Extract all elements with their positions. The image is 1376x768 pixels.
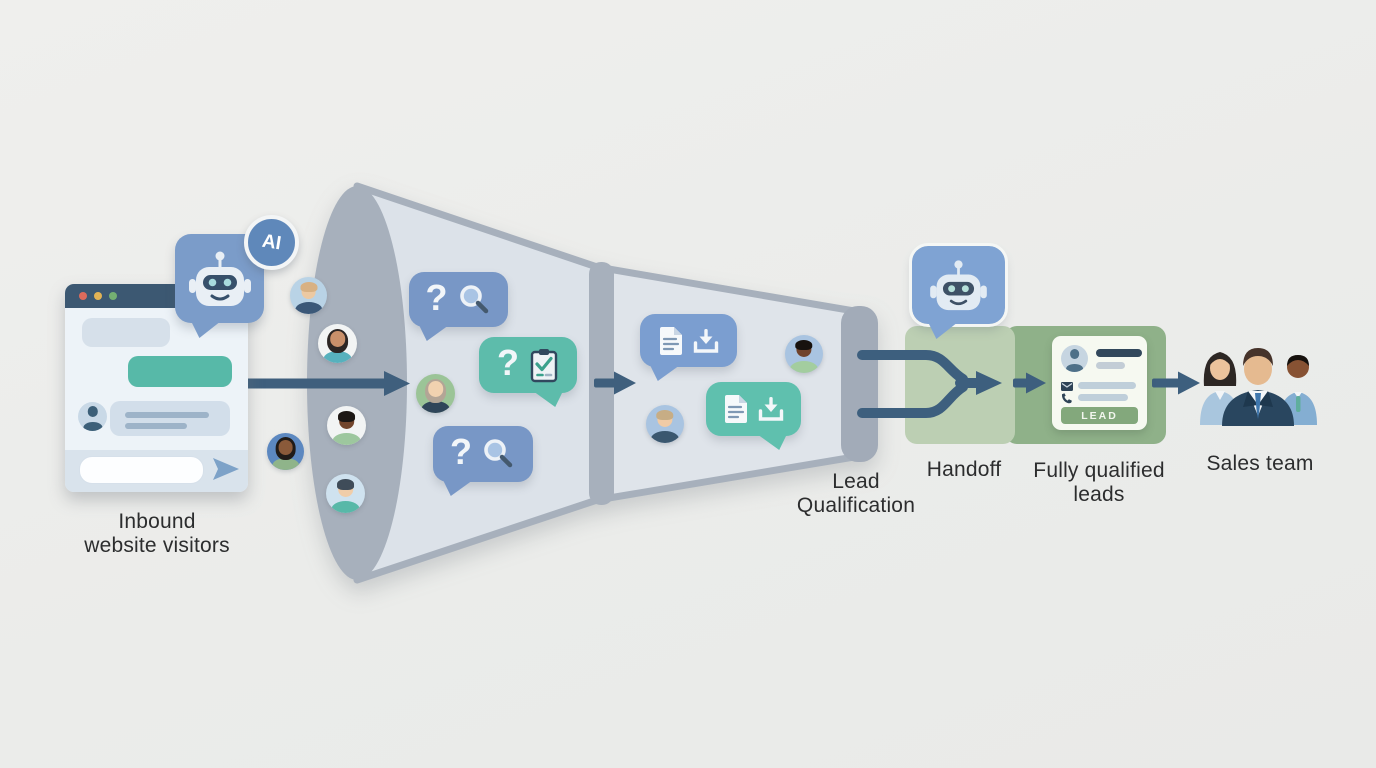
phone-icon xyxy=(1061,393,1072,404)
visitor-avatar-3 xyxy=(267,433,304,470)
flow-arrow-mid xyxy=(594,371,636,395)
label-line: Handoff xyxy=(926,458,1002,481)
handoff-robot-bubble xyxy=(909,243,1008,339)
lead-email-line xyxy=(1078,382,1136,389)
window-dot-yellow xyxy=(94,292,102,300)
flow-arrow-to-card xyxy=(1013,372,1046,394)
chat-user-avatar xyxy=(78,402,107,431)
question-bubble-2: ? xyxy=(479,337,577,407)
label-lead-qualification: Lead Qualification xyxy=(766,470,946,518)
flow-arrow-inbound xyxy=(246,371,410,396)
download-icon xyxy=(758,397,783,421)
document-icon xyxy=(724,395,747,423)
visitor-avatar-5 xyxy=(326,474,365,513)
question-mark: ? xyxy=(450,431,472,472)
user-message-bubble xyxy=(110,401,230,436)
lead-badge: LEAD xyxy=(1061,407,1138,424)
label-sales-team: Sales team xyxy=(1180,452,1340,476)
lead-badge-text: LEAD xyxy=(1081,409,1118,422)
clipboard-check-icon xyxy=(530,348,558,382)
send-icon xyxy=(213,458,239,480)
ai-badge-text: AI xyxy=(260,230,283,254)
message-input xyxy=(79,456,204,484)
lead-avatar-1 xyxy=(416,374,455,413)
sales-team-illustration xyxy=(1200,348,1317,426)
visitor-avatar-1 xyxy=(290,277,327,314)
label-line: Lead xyxy=(832,470,880,493)
ai-badge: AI xyxy=(244,215,299,270)
label-line: leads xyxy=(1073,483,1125,506)
saleswoman-figure xyxy=(1200,352,1240,425)
document-bubble-1 xyxy=(640,314,737,381)
visitor-message-bubble xyxy=(82,318,170,347)
lead-subtitle-line xyxy=(1096,362,1125,369)
visitor-avatar-4 xyxy=(327,406,366,445)
lead-phone-line xyxy=(1078,394,1128,401)
document-icon xyxy=(659,326,682,355)
lead-name-line xyxy=(1096,349,1142,357)
chat-input-bar xyxy=(65,450,248,492)
visitor-avatar-2 xyxy=(318,324,357,363)
funnel-outlet-cap xyxy=(841,306,878,462)
question-bubble-3: ? xyxy=(433,426,533,496)
lead-avatar-3 xyxy=(646,405,684,443)
document-bubble-2 xyxy=(706,382,801,450)
window-dot-red xyxy=(79,292,87,300)
label-line: Inbound xyxy=(118,510,196,533)
window-dot-green xyxy=(109,292,117,300)
label-fully-qualified: Fully qualified leads xyxy=(1019,459,1179,507)
label-line: Fully qualified xyxy=(1033,459,1165,482)
lead-card: LEAD xyxy=(1052,336,1147,430)
flow-arrow-to-sales xyxy=(1152,371,1200,395)
label-line: Qualification xyxy=(796,494,916,517)
bot-message-bubble xyxy=(128,356,232,387)
label-line: website visitors xyxy=(84,534,230,557)
lead-avatar-2 xyxy=(785,335,823,373)
magnifier-icon xyxy=(459,284,488,313)
merge-arrows xyxy=(857,350,1002,418)
question-mark: ? xyxy=(425,276,448,318)
ai-chatbot-bubble xyxy=(175,234,264,338)
label-handoff: Handoff xyxy=(904,458,1024,482)
label-inbound-visitors: Inbound website visitors xyxy=(47,510,267,558)
robot-icon xyxy=(188,251,251,306)
email-icon xyxy=(1061,382,1073,391)
download-icon xyxy=(693,328,718,353)
lead-card-avatar xyxy=(1061,345,1088,372)
label-line: Sales team xyxy=(1206,452,1314,475)
magnifier-icon xyxy=(484,439,513,468)
salesman-center-figure xyxy=(1222,348,1294,426)
question-mark: ? xyxy=(497,342,519,383)
question-bubble-1: ? xyxy=(409,272,508,341)
robot-icon xyxy=(930,259,987,310)
